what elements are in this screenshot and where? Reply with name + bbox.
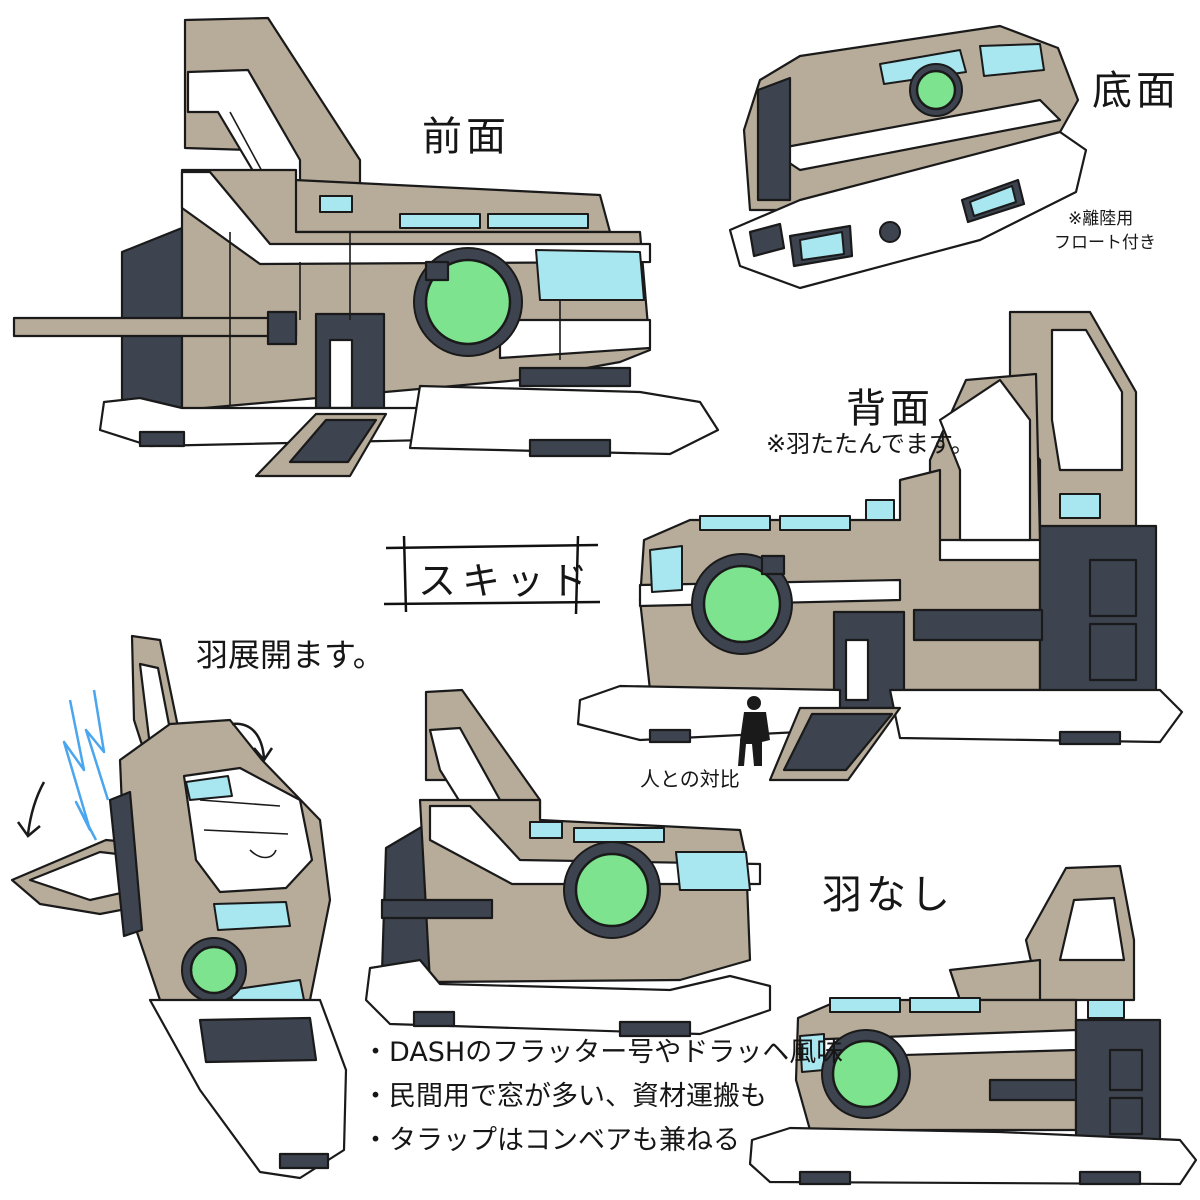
note-item: ・タラップはコンベアも兼ねる xyxy=(362,1125,740,1156)
title-frame xyxy=(383,535,601,615)
rotation-arrow-icons xyxy=(16,722,274,838)
label-back-note: ※羽たたんでます。 xyxy=(766,430,975,458)
label-float-note-2: フロート付き xyxy=(1054,233,1156,253)
note-item: ・DASHのフラッター号やドラッヘ風味 xyxy=(362,1037,844,1068)
no-wing-back-ship xyxy=(748,864,1198,1186)
no-wing-front-ship xyxy=(364,688,772,1038)
label-wing-open: 羽展開ます。 xyxy=(196,636,385,674)
front-view-ship xyxy=(12,16,720,478)
label-human-scale: 人との対比 xyxy=(640,767,740,791)
label-back-view: 背面 xyxy=(846,386,934,432)
label-no-wing: 羽なし xyxy=(822,872,954,918)
bottom-view-ship xyxy=(728,24,1088,290)
label-bottom-view: 底面 xyxy=(1092,68,1180,114)
label-front-view: 前面 xyxy=(422,114,510,160)
back-view-ship xyxy=(576,310,1184,782)
wing-open-view-ship xyxy=(10,634,348,1180)
label-vehicle-name: スキッド xyxy=(418,559,595,603)
label-float-note-1: ※離陸用 xyxy=(1068,209,1134,229)
human-scale-figure xyxy=(738,696,770,766)
note-item: ・民間用で窓が多い、資材運搬も xyxy=(362,1081,767,1112)
